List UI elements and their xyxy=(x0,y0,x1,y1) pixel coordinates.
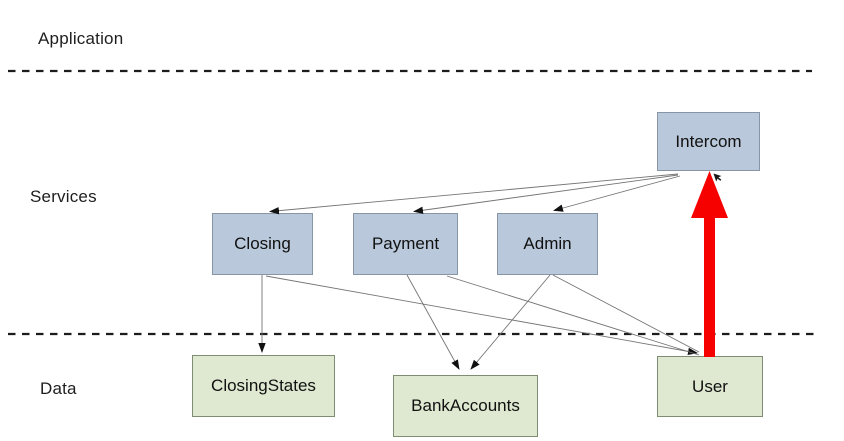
edge-admin-user[interactable] xyxy=(552,274,700,353)
node-closingstates[interactable]: ClosingStates xyxy=(192,355,335,417)
edge-intercom-payment[interactable] xyxy=(413,174,679,214)
layer-label-services: Services xyxy=(30,187,97,206)
edge-payment-user[interactable] xyxy=(446,275,700,356)
node-admin[interactable]: Admin xyxy=(497,213,598,275)
edge-intercom-admin[interactable] xyxy=(553,175,681,212)
edge-closing-user[interactable] xyxy=(265,275,698,356)
node-payment[interactable]: Payment xyxy=(353,213,458,275)
node-user[interactable]: User xyxy=(657,356,763,417)
node-intercom[interactable]: Intercom xyxy=(657,112,760,171)
node-bankaccounts[interactable]: BankAccounts xyxy=(393,375,538,437)
edge-intercom-closing[interactable] xyxy=(269,173,679,215)
layer-label-application: Application xyxy=(38,29,124,48)
mouse-cursor-icon xyxy=(713,173,722,182)
edge-admin-bankaccounts[interactable] xyxy=(470,274,551,370)
edge-payment-bankaccounts[interactable] xyxy=(406,274,460,370)
node-closing[interactable]: Closing xyxy=(212,213,313,275)
red-arrow-user-to-intercom[interactable] xyxy=(691,171,728,357)
layer-label-data: Data xyxy=(40,379,77,398)
